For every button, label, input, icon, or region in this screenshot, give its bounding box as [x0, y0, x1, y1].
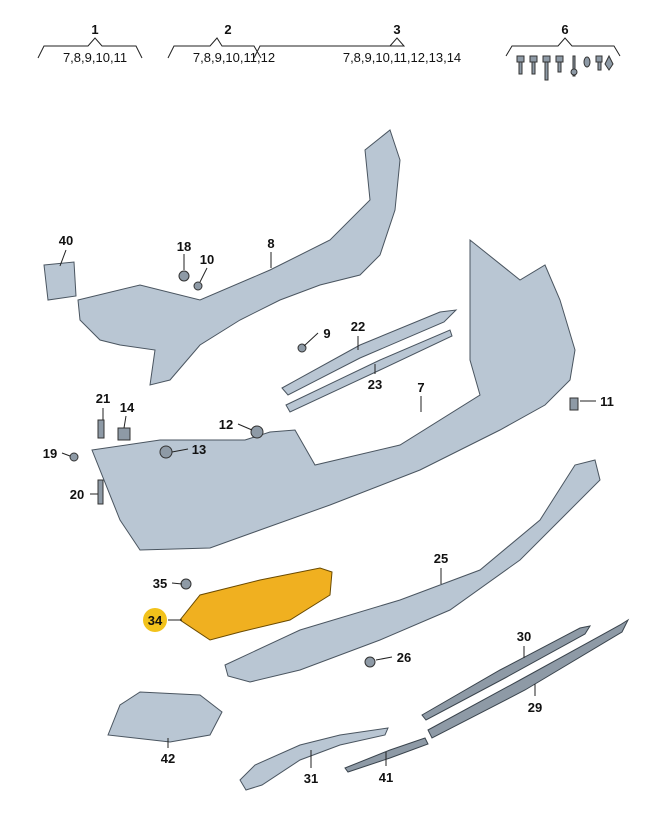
trim-strip-29	[427, 618, 630, 739]
group-members: 7,8,9,10,11	[63, 50, 127, 65]
label-21[interactable]: 21	[96, 391, 110, 406]
group-number: 6	[561, 22, 568, 37]
bumper-cover-7	[91, 238, 576, 551]
label-11[interactable]: 11	[600, 394, 614, 409]
diffuser-25	[224, 459, 601, 683]
label-31[interactable]: 31	[304, 771, 318, 786]
label-8[interactable]: 8	[267, 236, 274, 251]
label-40[interactable]: 40	[59, 233, 73, 248]
group-members: 7,8,9,10,11,12	[193, 50, 275, 65]
label-12[interactable]: 12	[219, 417, 233, 432]
trim-strip-22	[281, 309, 458, 396]
label-34[interactable]: 34	[148, 613, 163, 628]
label-10[interactable]: 10	[200, 252, 214, 267]
trim-strip-23	[285, 329, 453, 413]
label-25[interactable]: 25	[434, 551, 448, 566]
group-header-2: 2 7,8,9,10,11,12	[167, 22, 275, 65]
label-18[interactable]: 18	[177, 239, 191, 254]
label-13[interactable]: 13	[192, 442, 206, 457]
label-42[interactable]: 42	[161, 751, 175, 766]
group-number: 3	[393, 22, 400, 37]
group-header-6: 6	[505, 22, 621, 81]
label-9[interactable]: 9	[323, 326, 330, 341]
group-header-1: 1 7,8,9,10,11	[37, 22, 143, 65]
trim-31	[239, 727, 389, 791]
bracket-34-highlighted	[179, 567, 333, 641]
small-fasteners	[69, 270, 579, 668]
leader-lines	[59, 249, 596, 768]
highlight-marker	[143, 608, 167, 632]
label-22[interactable]: 22	[351, 319, 365, 334]
group-number: 2	[224, 22, 231, 37]
exhaust-trim-42	[107, 691, 223, 743]
fasteners-icon	[516, 54, 614, 81]
label-30[interactable]: 30	[517, 629, 531, 644]
label-7[interactable]: 7	[417, 380, 424, 395]
part-labels: 40 18 10 8 9 22 23 7 11 21 14 12 13 19 2…	[43, 233, 614, 786]
label-20[interactable]: 20	[70, 487, 84, 502]
label-23[interactable]: 23	[368, 377, 382, 392]
group-header-3: 3 7,8,9,10,11,12,13,14	[253, 22, 461, 65]
group-number: 1	[91, 22, 98, 37]
label-14[interactable]: 14	[120, 400, 135, 415]
group-members: 7,8,9,10,11,12,13,14	[343, 50, 461, 65]
label-26[interactable]: 26	[397, 650, 411, 665]
trim-strip-30	[421, 625, 592, 721]
label-19[interactable]: 19	[43, 446, 57, 461]
bumper-bracket-8	[77, 129, 401, 386]
label-29[interactable]: 29	[528, 700, 542, 715]
label-35[interactable]: 35	[153, 576, 167, 591]
label-41[interactable]: 41	[379, 770, 393, 785]
bracket-40	[43, 261, 77, 301]
